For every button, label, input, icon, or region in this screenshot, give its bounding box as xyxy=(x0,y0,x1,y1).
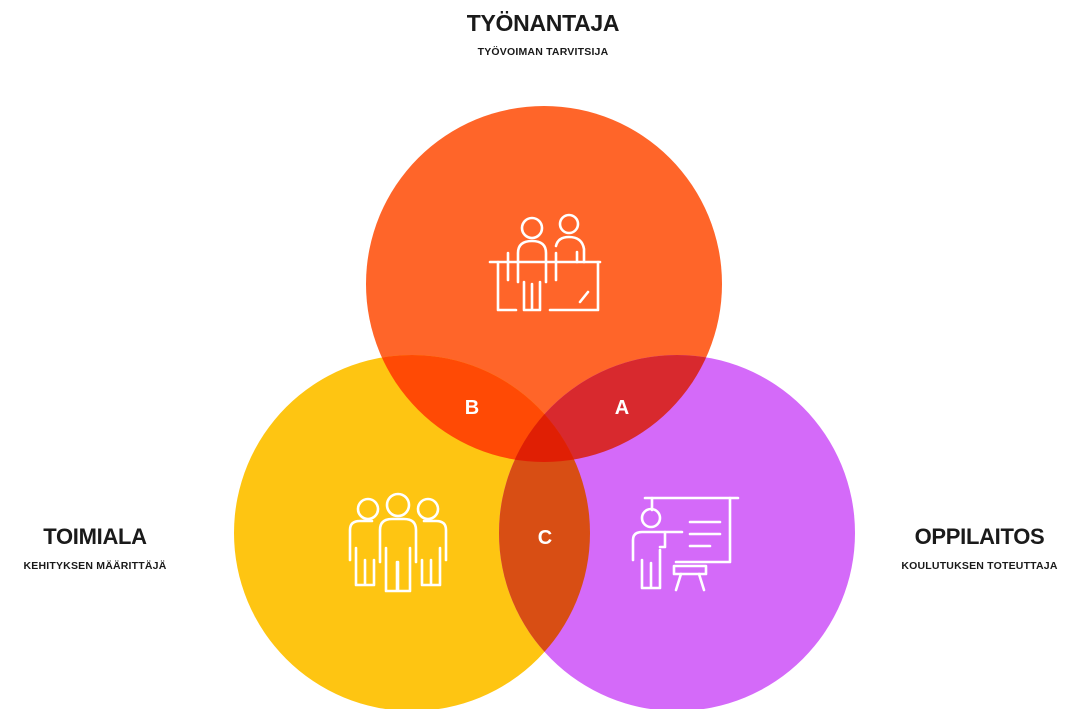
group-of-people-icon xyxy=(348,492,448,593)
zone-a-label: A xyxy=(615,397,629,419)
industry-subtitle: KEHITYKSEN MÄÄRITTÄJÄ xyxy=(23,560,167,572)
employer-subtitle: TYÖVOIMAN TARVITSIJA xyxy=(477,46,609,58)
school-title: OPPILAITOS xyxy=(914,524,1045,549)
zone-c-label: C xyxy=(538,527,552,549)
zone-b-label: B xyxy=(465,397,479,419)
employer-title: TYÖNANTAJA xyxy=(466,10,620,36)
teacher-at-whiteboard-icon xyxy=(631,496,740,592)
reception-desk-icon xyxy=(488,213,602,312)
overlap-a-area xyxy=(499,355,722,462)
overlap-b-area xyxy=(366,355,590,462)
school-subtitle: KOULUTUKSEN TOTEUTTAJA xyxy=(901,560,1058,572)
industry-title: TOIMIALA xyxy=(43,524,147,549)
